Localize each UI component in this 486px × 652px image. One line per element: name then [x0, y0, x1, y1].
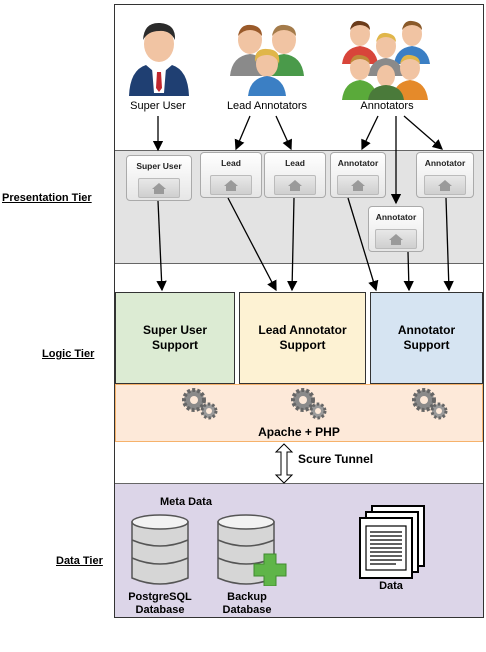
home-icon	[337, 175, 379, 195]
meta-data-label: Meta Data	[160, 496, 212, 508]
home-icon	[274, 175, 316, 195]
data-label: Data	[379, 580, 403, 592]
arrow-annotators-to-role-1	[361, 115, 379, 151]
server-label: Apache + PHP	[258, 425, 340, 439]
lead-support-line1: Lead Annotator	[258, 323, 347, 337]
role-box-annotator-2: Annotator	[416, 152, 474, 198]
arrow-annotators-to-role-2	[403, 115, 443, 150]
home-icon	[424, 175, 466, 195]
architecture-frame	[114, 4, 484, 618]
super-user-label: Super User	[130, 100, 186, 112]
super-user-support-line2: Support	[152, 338, 198, 352]
role-box-label: Annotator	[375, 212, 417, 222]
home-icon	[375, 229, 417, 249]
postgresql-label-line2: Database	[135, 604, 185, 616]
backup-label-line1: Backup	[227, 591, 267, 603]
super-user-support-line1: Super User	[142, 323, 208, 337]
data-documents-icon	[359, 505, 425, 579]
arrow-lead-role-1-to-support	[227, 197, 277, 292]
role-box-annotator-3: Annotator	[368, 206, 424, 252]
postgresql-label-line1: PostgreSQL	[128, 591, 192, 603]
gears-icon	[182, 388, 218, 420]
presentation-tier-label: Presentation Tier	[2, 192, 92, 204]
arrow-super-role-to-support	[156, 200, 167, 292]
annotators-icon	[342, 20, 430, 100]
home-icon	[138, 178, 180, 198]
tunnel-arrow-icon	[274, 443, 294, 484]
role-box-label: Annotator	[337, 158, 379, 168]
role-box-annotator-1: Annotator	[330, 152, 386, 198]
lead-support-line2: Support	[279, 338, 326, 352]
role-box-label: Super User	[136, 161, 182, 171]
tunnel-label: Scure Tunnel	[298, 452, 374, 466]
gears-icon	[412, 388, 448, 420]
annotators-label: Annotators	[360, 100, 414, 112]
backup-database-icon	[217, 514, 287, 586]
arrow-annotator-role-2-to-support	[443, 197, 454, 292]
lead-annotators-icon	[230, 24, 304, 96]
super-user-icon	[129, 22, 189, 96]
logic-tier-label: Logic Tier	[42, 348, 95, 360]
backup-label-line2: Database	[222, 604, 272, 616]
data-tier-label: Data Tier	[56, 555, 103, 567]
role-box-lead-1: Lead	[200, 152, 262, 198]
postgresql-database-icon	[131, 514, 189, 585]
role-box-super-user: Super User	[126, 155, 192, 201]
role-box-label: Lead	[221, 158, 241, 168]
annotator-support-line1: Annotator	[397, 323, 456, 337]
role-box-lead-2: Lead	[264, 152, 326, 198]
lead-annotators-label: Lead Annotators	[226, 100, 308, 112]
annotator-support-line2: Support	[403, 338, 450, 352]
gears-icon	[291, 388, 327, 420]
role-box-label: Lead	[285, 158, 305, 168]
arrow-annotator-role-3-to-support	[403, 251, 414, 292]
arrow-lead-to-role-2	[275, 115, 292, 151]
home-icon	[210, 175, 252, 195]
arrow-annotator-role-1-to-support	[347, 197, 379, 292]
arrow-lead-role-2-to-support	[286, 197, 298, 292]
arrow-lead-to-role-1	[234, 115, 251, 151]
role-box-label: Annotator	[424, 158, 466, 168]
